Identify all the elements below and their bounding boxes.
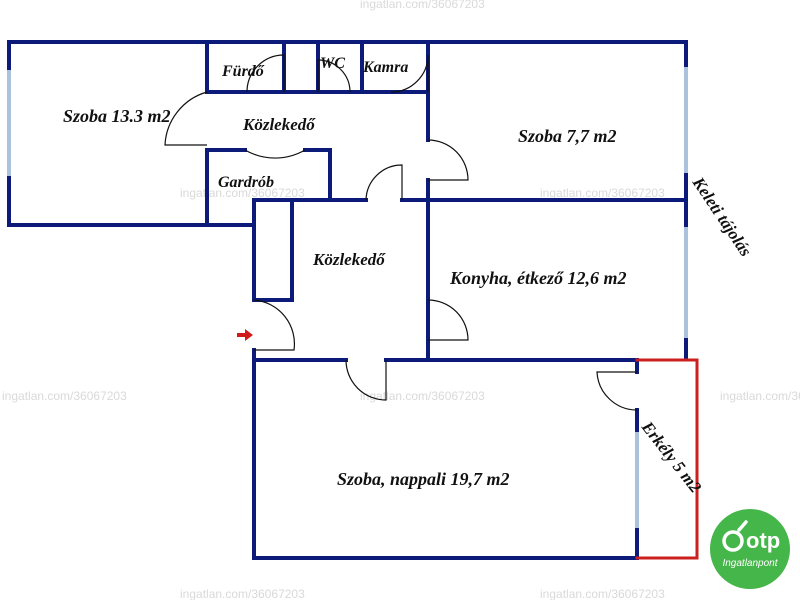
label-wc: WC <box>320 55 345 72</box>
label-gardrob: Gardrób <box>218 174 274 191</box>
balcony-outline <box>635 358 699 560</box>
label-orientation: Keleti tájolás <box>688 173 755 260</box>
door-furdo <box>246 54 285 93</box>
wall-left <box>7 40 256 227</box>
label-erkely: Erkély 5 m2 <box>637 417 705 497</box>
watermark: ingatlan.com/36067203 <box>540 186 665 200</box>
label-kozlekedo-mid: Közlekedő <box>312 250 386 269</box>
label-szoba-right: Szoba 7,7 m2 <box>518 126 617 146</box>
label-kamra: Kamra <box>362 59 408 76</box>
watermark: ingatlan.com/36067203 <box>540 587 665 600</box>
doors <box>164 54 638 411</box>
door-erkely <box>596 371 638 411</box>
logo-sub: Ingatlanpont <box>722 558 778 569</box>
watermark: ingatlan.com/36067203 <box>720 389 800 403</box>
wall-closet <box>252 198 294 302</box>
label-furdo: Fürdő <box>221 63 265 80</box>
windows <box>7 63 688 532</box>
door-szoba-left <box>164 91 208 146</box>
logo-brand: otp <box>746 528 780 553</box>
logo-circle <box>710 509 790 589</box>
watermark: ingatlan.com/36067203 <box>2 389 127 403</box>
watermark: ingatlan.com/36067203 <box>180 587 305 600</box>
entry-arrow-icon <box>237 329 253 341</box>
label-nappali: Szoba, nappali 19,7 m2 <box>337 469 510 489</box>
label-kozlekedo-top: Közlekedő <box>242 115 316 134</box>
watermark: ingatlan.com/36067203 <box>180 186 305 200</box>
door-kamra <box>390 54 429 93</box>
otp-leaf-icon <box>722 520 748 552</box>
label-szoba-left: Szoba 13.3 m2 <box>63 106 171 126</box>
otp-logo: otp Ingatlanpont <box>710 509 790 589</box>
door-corridor <box>365 164 403 201</box>
room-labels: Szoba 13.3 m2 Fürdő WC Kamra Közlekedő G… <box>63 55 756 497</box>
door-konyha <box>427 299 469 341</box>
door-entry <box>253 299 296 351</box>
watermark: ingatlan.com/36067203 <box>360 389 485 403</box>
door-szoba-right <box>427 139 469 181</box>
door-nappali <box>345 359 387 401</box>
watermark: ingatlan.com/36067203 <box>360 0 485 11</box>
wall-gardrob <box>205 148 332 202</box>
door-wc <box>317 59 351 93</box>
door-gardrob <box>244 149 306 159</box>
label-konyha: Konyha, étkező 12,6 m2 <box>449 268 627 288</box>
